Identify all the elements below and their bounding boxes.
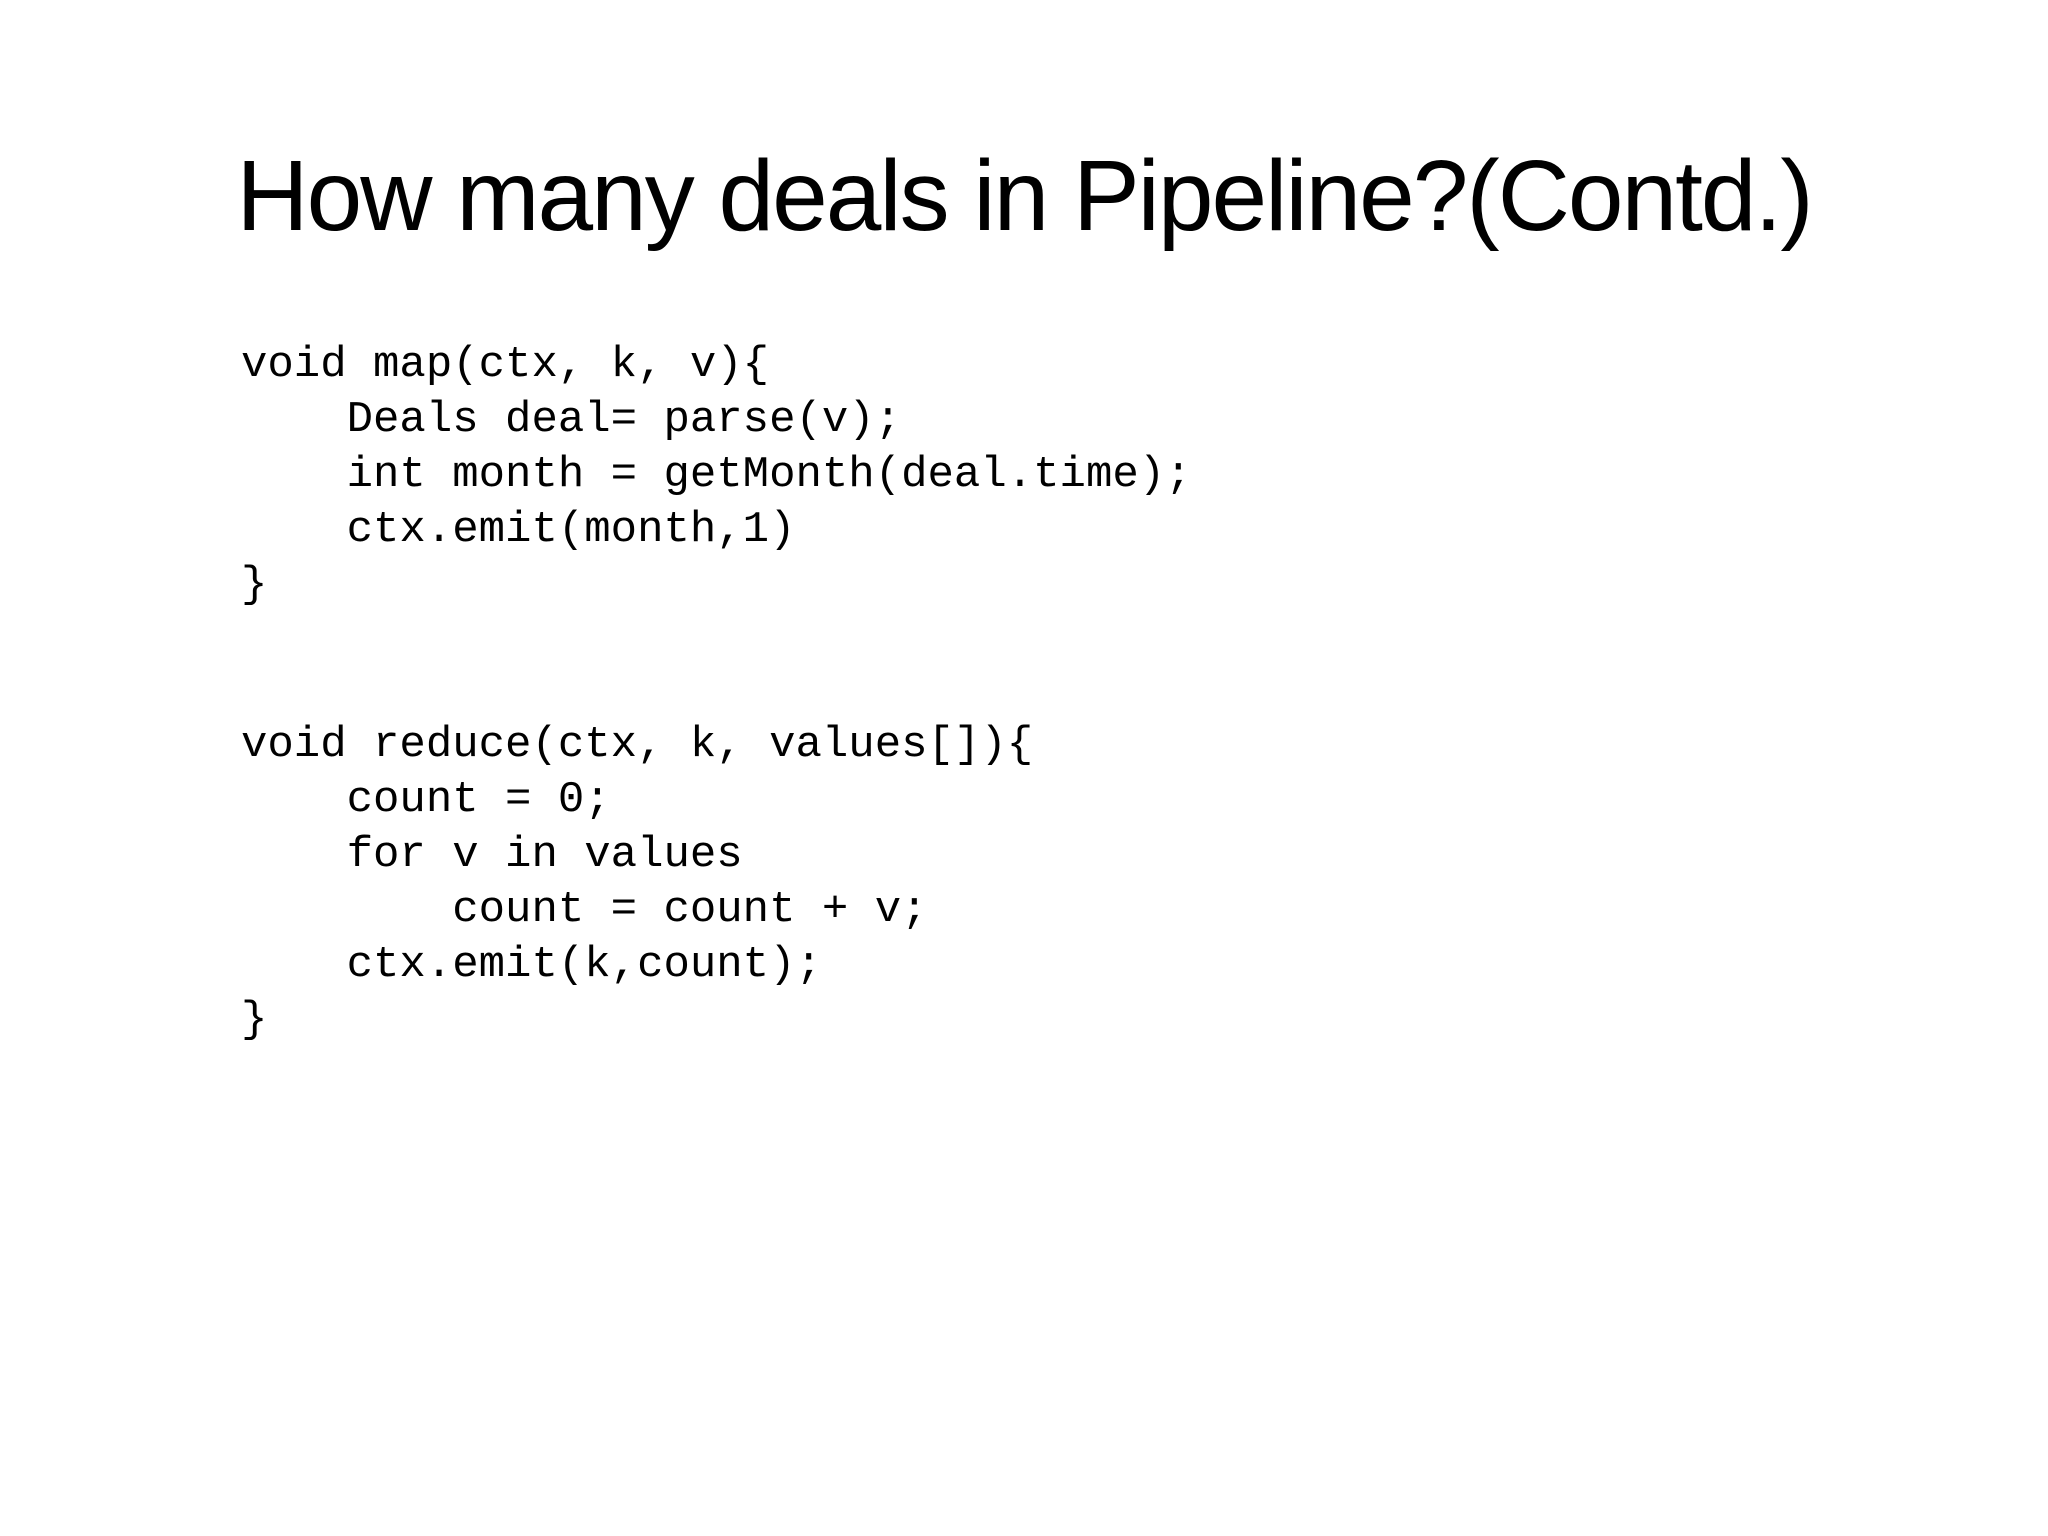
code-line: void map(ctx, k, v){	[241, 340, 770, 390]
code-line: void reduce(ctx, k, values[]){	[241, 720, 1034, 770]
code-line: int month = getMonth(deal.time);	[241, 450, 1192, 500]
code-block-reduce-function: void reduce(ctx, k, values[]){ count = 0…	[241, 718, 1033, 1048]
slide-title: How many deals in Pipeline?(Contd.)	[236, 140, 1813, 252]
code-line: ctx.emit(month,1)	[241, 505, 796, 555]
code-line: for v in values	[241, 830, 743, 880]
code-line: count = count + v;	[241, 885, 928, 935]
code-block-map-function: void map(ctx, k, v){ Deals deal= parse(v…	[241, 338, 1192, 613]
code-line: ctx.emit(k,count);	[241, 940, 822, 990]
code-line: }	[241, 560, 268, 610]
code-line: }	[241, 995, 268, 1045]
code-line: Deals deal= parse(v);	[241, 395, 902, 445]
code-line: count = 0;	[241, 775, 611, 825]
